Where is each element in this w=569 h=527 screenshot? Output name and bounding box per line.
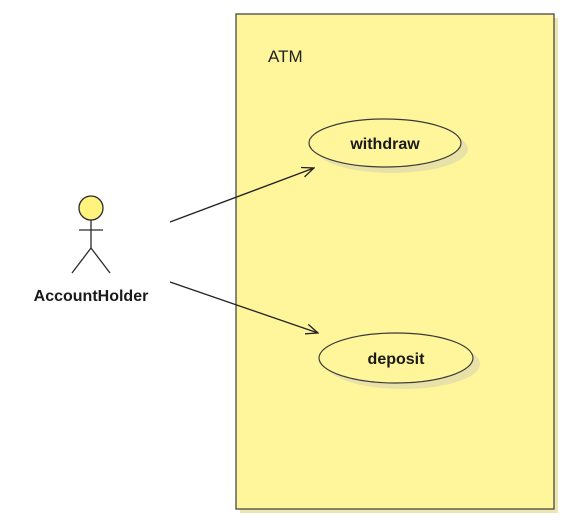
system-boundary[interactable] bbox=[235, 13, 555, 510]
use-case-withdraw-ellipse bbox=[308, 118, 462, 168]
actor-label: AccountHolder bbox=[34, 288, 149, 305]
use-case-withdraw-label: withdraw bbox=[349, 136, 420, 153]
actor-right-leg bbox=[90, 247, 111, 274]
use-case-deposit[interactable]: deposit bbox=[318, 332, 480, 389]
system-title: ATM bbox=[268, 47, 303, 66]
actor-head bbox=[78, 195, 104, 221]
association-deposit[interactable] bbox=[169, 281, 318, 333]
use-case-deposit-label: deposit bbox=[368, 351, 426, 368]
use-case-deposit-ellipse bbox=[318, 332, 474, 384]
actor-account-holder[interactable]: AccountHolder bbox=[34, 195, 149, 305]
association-withdraw[interactable] bbox=[169, 168, 314, 223]
use-case-withdraw[interactable]: withdraw bbox=[308, 118, 468, 173]
actor-left-leg bbox=[71, 247, 92, 274]
